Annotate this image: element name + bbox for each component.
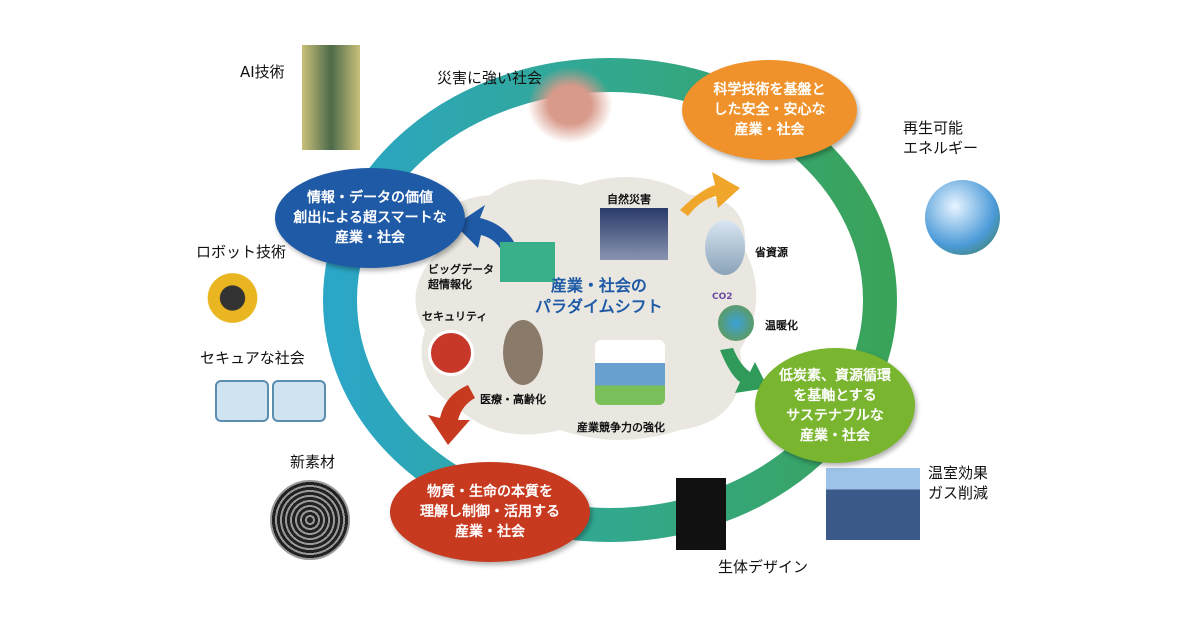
solar-panel-image [826,468,920,540]
security-lock-icon [428,330,474,376]
bubble-line: した安全・安心な [713,102,826,118]
arrow-orange [680,172,740,216]
ai-technology-image [302,45,360,150]
bubble-line: 情報・データの価値 [307,190,433,206]
label-ghg: 温室効果ガス削減 [928,463,988,503]
label-resilient-society: 災害に強い社会 [437,69,543,87]
bubble-line: 産業・社会 [734,122,805,138]
bubble-line: 理解し制御・活用する [420,504,560,520]
robot-image [205,268,260,328]
bio-design-image [676,478,726,550]
label-warming: 温暖化 [765,319,798,332]
renewable-line: 再生可能 [903,119,964,137]
ghg-line: 温室効果 [928,464,989,482]
bubble-line: 産業・社会 [800,427,870,444]
japan-map-image [520,60,620,150]
bubble-line: サステナブルな [786,407,884,424]
center-title: 産業・社会のパラダイムシフト [535,275,663,317]
bubble-line: 産業・社会 [335,230,405,246]
label-secure-society: セキュアな社会 [200,349,305,367]
factory-image [595,340,665,405]
bubble-line: 科学技術を基盤と [713,82,826,98]
label-ai: AI技術 [240,63,285,81]
label-bio-design: 生体デザイン [718,558,809,576]
earth-image [718,305,754,341]
label-material: 新素材 [290,453,336,471]
graphene-image [270,480,350,560]
label-disaster: 自然災害 [607,193,651,206]
bubble-info-society: 情報・データの価値創出による超スマートな産業・社会 [275,168,465,268]
label-bigdata: ビッグデータ超情報化 [428,262,494,292]
bigdata-line: ビッグデータ [428,263,494,276]
bubble-line: 創出による超スマートな [293,210,447,226]
label-resources: 省資源 [755,246,788,259]
bigdata-image [500,242,555,282]
bubble-line: 低炭素、資源循環 [779,367,891,384]
bubble-line: 産業・社会 [455,524,525,540]
bubble-matter-life-society: 物質・生命の本質を理解し制御・活用する産業・社会 [390,462,590,562]
medical-care-image [503,320,543,385]
lock-icon [215,380,269,422]
label-renewable: 再生可能エネルギー [903,118,978,158]
bubble-line: を基軸とする [793,387,877,404]
label-competitiveness: 産業競争力の強化 [577,421,665,434]
renewable-line: エネルギー [903,139,979,157]
ghg-line: ガス削減 [928,484,989,502]
arrow-green [720,348,768,393]
arrow-red [428,385,475,445]
bigdata-line: 超情報化 [428,278,472,291]
bubble-line: 物質・生命の本質を [427,484,553,500]
bubble-sustainable-society: 低炭素、資源循環を基軸とするサステナブルな産業・社会 [755,348,915,463]
earth-sprout-image [925,180,1000,255]
bubble-safe-society: 科学技術を基盤とした安全・安心な産業・社会 [682,60,857,160]
co2-label: CO2 [712,292,733,302]
label-robot: ロボット技術 [196,243,287,261]
lock-icon [272,380,326,422]
disaster-image [600,208,668,260]
label-security: セキュリティ [422,310,488,323]
windmill-image [705,220,745,275]
label-medical: 医療・高齢化 [480,393,546,406]
center-title-line: パラダイムシフト [535,297,663,316]
center-title-line: 産業・社会の [550,276,647,295]
